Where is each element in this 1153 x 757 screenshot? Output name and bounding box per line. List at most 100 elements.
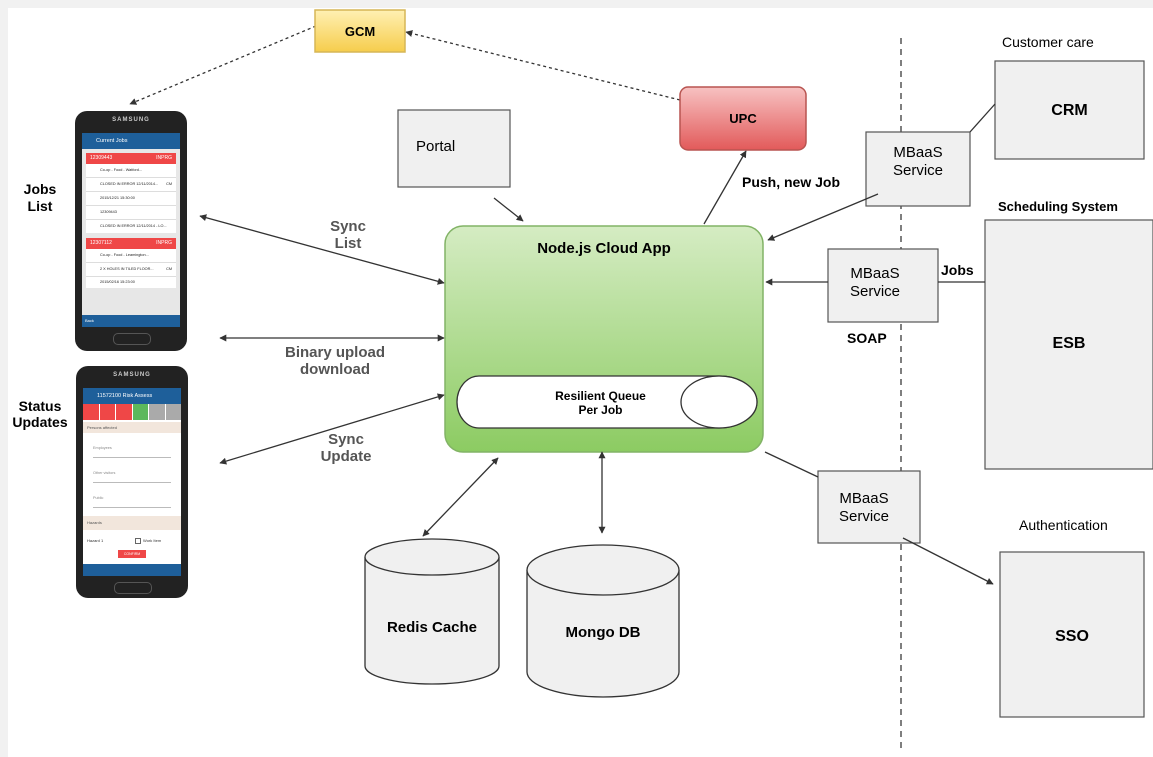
action-tab[interactable]	[83, 404, 99, 420]
sync-update-arrow	[219, 393, 445, 465]
work-item-checkbox[interactable]	[135, 538, 141, 544]
phone-screen: 11572100 Risk Assess Persons affected Em…	[83, 388, 181, 576]
mbaas-1-line1: MBaaS	[893, 144, 943, 161]
form-field[interactable]: Public	[93, 483, 171, 508]
mbaas-label-3: MBaaS Service	[818, 490, 910, 526]
sso-label: SSO	[1055, 628, 1089, 645]
phone-header-bar: Current Jobs	[82, 133, 180, 149]
hazard-row: Hazard 1 Work Item	[83, 534, 181, 548]
job-row: 2015/02/16 15:23:00	[100, 280, 135, 284]
job-row: Co-op - Food - Leamington...	[86, 249, 176, 263]
mbaas3-to-sso-arrow	[902, 537, 994, 585]
mbaas1-to-node-arrow	[767, 193, 879, 241]
sync-update-line2: Update	[320, 448, 372, 465]
upc-label: UPC	[729, 111, 757, 126]
status-updates-label: Status Updates	[10, 398, 70, 430]
portal-to-node-arrow	[493, 197, 524, 222]
form-section: Persons affected	[83, 422, 181, 433]
sync-list-label: Sync List	[308, 218, 388, 252]
job-row: CLOSED IN ERROR 12/11/2014 - LO...	[100, 224, 167, 228]
soap-label: SOAP	[847, 330, 887, 346]
push-label: Push, new Job	[742, 174, 841, 190]
portal-box	[397, 109, 511, 188]
job-row: 2 X HOLES IN TILED FLOOR...CM	[86, 263, 176, 277]
binary-label: Binary upload download	[270, 344, 400, 378]
sync-list-arrow	[199, 214, 445, 285]
action-tab[interactable]	[98, 404, 115, 420]
gcm-to-phone-arrow	[129, 25, 317, 105]
architecture-diagram	[129, 9, 1153, 753]
binary-line1: Binary upload	[284, 344, 385, 361]
job-row-code: CM	[166, 182, 172, 186]
job-card-2[interactable]: 12307112 INPRG Co-op - Food - Leamington.…	[86, 238, 176, 288]
sso-box	[999, 551, 1145, 718]
sync-list-line2: List	[334, 235, 362, 252]
upc-to-gcm-arrow	[405, 30, 681, 101]
sync-list-line1: Sync	[330, 218, 366, 235]
phone-header-title: 11572100 Risk Assess	[97, 393, 153, 399]
status-updates-line1: Status	[18, 398, 62, 414]
job-row: 12309443	[86, 206, 176, 220]
action-tab[interactable]	[164, 404, 181, 420]
job-row: 2015/12/21 15:30:00	[86, 192, 176, 206]
job-status: INPRG	[156, 155, 172, 161]
mongo-cylinder	[526, 570, 680, 698]
job-row: CLOSED IN ERROR 12/11/2014... CM	[86, 178, 176, 192]
form-field[interactable]: Other visitors	[93, 458, 171, 483]
node-app-label: Node.js Cloud App	[537, 240, 671, 257]
esb-label: ESB	[1052, 335, 1086, 352]
form-section: Hazards	[83, 516, 181, 530]
phone-home-button	[113, 333, 151, 345]
authentication-label: Authentication	[1019, 517, 1108, 533]
redis-cylinder-top	[364, 538, 500, 576]
upc-box	[679, 86, 807, 151]
jobs-list-line2: List	[27, 198, 53, 214]
action-tab[interactable]	[131, 404, 148, 420]
job-row-text: 2 X HOLES IN TILED FLOOR...	[100, 267, 154, 271]
crm-to-mbaas-line	[969, 103, 996, 133]
phone-footer-bar	[83, 564, 181, 576]
customer-care-label: Customer care	[1002, 34, 1094, 50]
phone-status-updates: SAMSUNG 11572100 Risk Assess Persons aff…	[76, 366, 188, 598]
mbaas-2-line1: MBaaS	[850, 265, 900, 282]
crm-label: CRM	[1051, 102, 1088, 119]
checkbox-label: Work Item	[143, 538, 162, 543]
sync-update-line1: Sync	[328, 431, 364, 448]
form-field[interactable]: Employees	[93, 433, 171, 458]
scheduling-system-label: Scheduling System	[998, 199, 1118, 214]
crm-box	[994, 60, 1145, 160]
mbaas-3-line1: MBaaS	[839, 490, 889, 507]
job-row-text: CLOSED IN ERROR 12/11/2014...	[100, 182, 159, 186]
binary-line2: download	[300, 361, 370, 378]
back-button[interactable]: Back	[85, 318, 94, 323]
confirm-button[interactable]: CONFIRM	[118, 550, 146, 558]
mbaas-label-1: MBaaS Service	[866, 144, 970, 180]
action-tab[interactable]	[115, 404, 132, 420]
job-status: INPRG	[156, 240, 172, 246]
phone-home-button	[114, 582, 152, 594]
action-tab[interactable]	[148, 404, 165, 420]
confirm-button-label: CONFIRM	[123, 552, 141, 556]
queue-label: Resilient Queue Per Job	[528, 389, 673, 417]
phone-header-bar: 11572100 Risk Assess	[83, 388, 181, 404]
redis-cylinder	[364, 557, 500, 685]
gcm-box	[314, 9, 406, 53]
mongo-label: Mongo DB	[565, 624, 641, 641]
queue-label-line2: Per Job	[578, 403, 623, 417]
jobs-list-line1: Jobs	[23, 181, 57, 197]
mbaas-label-2: MBaaS Service	[828, 265, 922, 301]
redis-label: Redis Cache	[386, 619, 478, 636]
mbaas-2-line2: Service	[849, 283, 901, 300]
queue-label-line1: Resilient Queue	[555, 389, 646, 403]
mongo-cylinder-top	[526, 544, 680, 596]
mbaas-3-line2: Service	[838, 508, 890, 525]
mbaas-box-3	[817, 470, 921, 544]
node-to-upc-arrow	[703, 150, 747, 225]
portal-label: Portal	[416, 138, 456, 155]
job-id: 12307112	[90, 240, 112, 246]
